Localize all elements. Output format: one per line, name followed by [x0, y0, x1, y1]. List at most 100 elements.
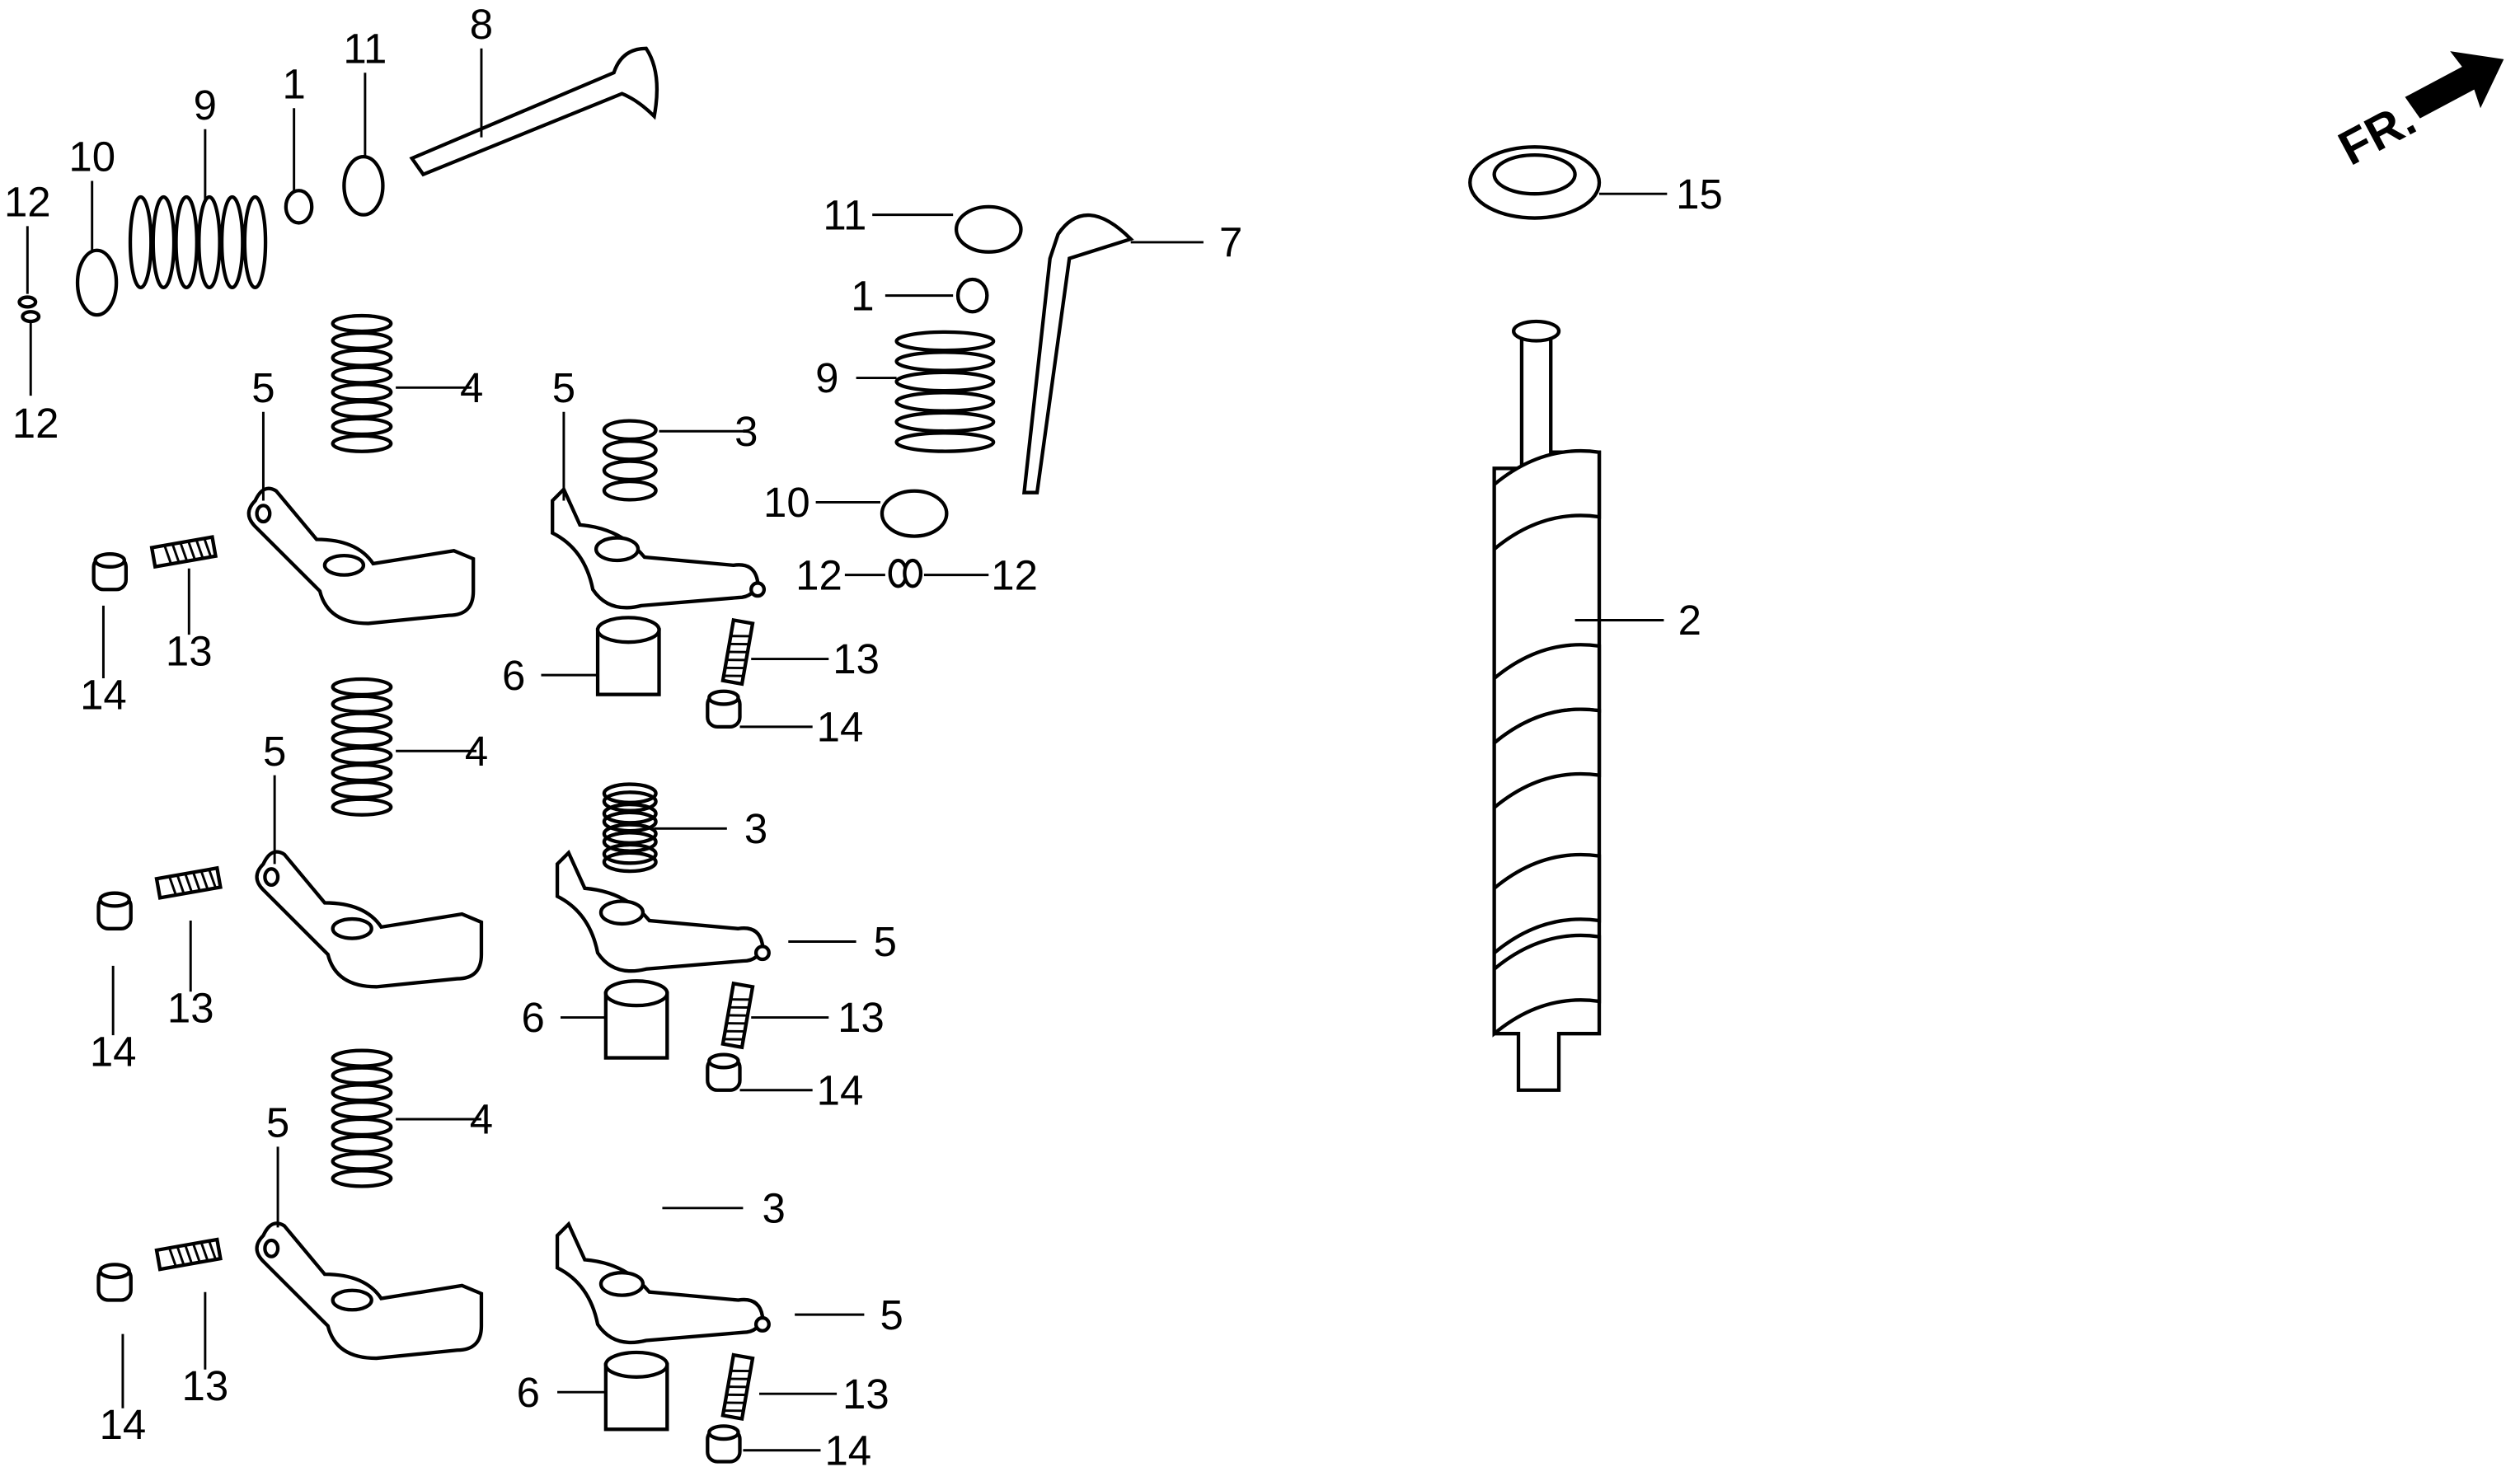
callout[interactable]: 12 [4, 179, 51, 226]
callout[interactable]: 5 [263, 728, 286, 775]
thread [729, 1005, 749, 1009]
boss [598, 1271, 645, 1297]
seal-inner [1492, 152, 1577, 196]
arrow-icon [2405, 51, 2504, 119]
callout[interactable]: 13 [166, 627, 213, 674]
valve-spring [331, 313, 393, 453]
thread [208, 1240, 218, 1260]
callout[interactable]: 5 [874, 918, 897, 965]
callout[interactable]: 14 [80, 671, 127, 718]
nut-top [707, 1424, 740, 1441]
callout[interactable]: 5 [266, 1099, 289, 1146]
valve-spring [894, 330, 996, 453]
callout[interactable]: 4 [470, 1096, 493, 1143]
callout[interactable]: 1 [851, 272, 874, 319]
callout[interactable]: 14 [90, 1028, 137, 1075]
thread [728, 650, 748, 654]
callout[interactable]: 13 [833, 635, 880, 682]
callout[interactable]: 6 [517, 1369, 540, 1416]
valve-spring [331, 677, 393, 817]
thread [726, 1022, 747, 1025]
thread [168, 1247, 177, 1268]
thread [195, 539, 204, 559]
callout[interactable]: 15 [1676, 171, 1723, 218]
thread [729, 1377, 749, 1380]
callout[interactable]: 3 [762, 1184, 785, 1231]
spring-seat-10 [880, 489, 949, 538]
callout[interactable]: 14 [824, 1427, 871, 1474]
thread [171, 543, 181, 564]
thread [192, 1243, 201, 1263]
rocker-arm-5 [255, 850, 484, 989]
callout[interactable]: 9 [815, 354, 838, 401]
callout[interactable]: 4 [460, 364, 483, 411]
thread [176, 1246, 185, 1266]
callout[interactable]: 8 [470, 1, 493, 48]
callout[interactable]: 11 [823, 191, 866, 238]
spring-seat-10 [75, 248, 119, 317]
thread [199, 870, 209, 890]
pivot-hole [263, 867, 280, 888]
adjusting-screw [154, 1237, 223, 1272]
callout[interactable]: 14 [100, 1401, 147, 1448]
callout[interactable]: 10 [68, 134, 115, 180]
thread [168, 876, 177, 896]
callout[interactable]: 4 [465, 728, 488, 775]
cam-lobe [1492, 448, 1602, 553]
callout[interactable]: 13 [182, 1362, 229, 1409]
retainer-11 [954, 204, 1023, 254]
callout[interactable]: 10 [763, 479, 810, 526]
pivot-hole [753, 944, 771, 962]
valve-spring [128, 194, 268, 289]
callout[interactable]: 3 [744, 805, 767, 852]
adjusting-screw [720, 617, 755, 687]
callout-labels: 8 11 9 1 10 12 12 5 4 5 3 11 7 1 9 10 12… [4, 1, 1723, 1474]
callout[interactable]: 12 [991, 551, 1038, 598]
thread [723, 674, 744, 677]
callout[interactable]: 6 [522, 994, 545, 1041]
retainer-11 [342, 154, 385, 217]
callout[interactable]: 14 [817, 1066, 864, 1113]
callout[interactable]: 5 [552, 364, 575, 411]
thread [203, 537, 213, 558]
valve-spring [602, 419, 658, 502]
pivot-hole [263, 1238, 280, 1258]
cotter-12 [21, 310, 41, 324]
thread [725, 1029, 745, 1033]
nut-top [98, 891, 131, 908]
callout[interactable]: 9 [194, 82, 217, 129]
callout[interactable]: 13 [842, 1371, 889, 1418]
collar-6-top [595, 616, 661, 644]
front-direction-marker: FR. [2330, 51, 2504, 176]
callout[interactable]: 11 [343, 25, 387, 72]
pivot-hole [753, 1315, 771, 1333]
thread [728, 1014, 748, 1017]
valve-spring [602, 782, 658, 865]
thread [176, 874, 185, 894]
adjusting-screw [154, 865, 223, 900]
callout[interactable]: 2 [1678, 597, 1701, 644]
thread [730, 1369, 751, 1373]
rocker-arm-5 [255, 1221, 484, 1361]
callout[interactable]: 12 [795, 551, 842, 598]
callout[interactable]: 7 [1219, 219, 1242, 266]
callout[interactable]: 1 [282, 61, 305, 108]
callout[interactable]: 3 [734, 408, 758, 455]
collar-6-top [603, 979, 669, 1008]
thread [184, 1244, 194, 1264]
callout[interactable]: 12 [12, 400, 59, 447]
pivot-hole [749, 581, 767, 598]
thread [723, 1409, 744, 1413]
cam-end [1512, 319, 1561, 343]
thread [184, 873, 194, 893]
callout[interactable]: 6 [502, 652, 525, 699]
callout[interactable]: 5 [251, 364, 275, 411]
callout[interactable]: 13 [167, 984, 214, 1031]
cam-lobe [1492, 852, 1602, 957]
callout[interactable]: 14 [817, 703, 864, 750]
rocker-arm-5 [555, 1221, 765, 1345]
callout[interactable]: 13 [838, 994, 885, 1041]
callout[interactable]: 5 [880, 1291, 903, 1338]
pivot-hole [255, 504, 272, 524]
thread [723, 1038, 744, 1041]
